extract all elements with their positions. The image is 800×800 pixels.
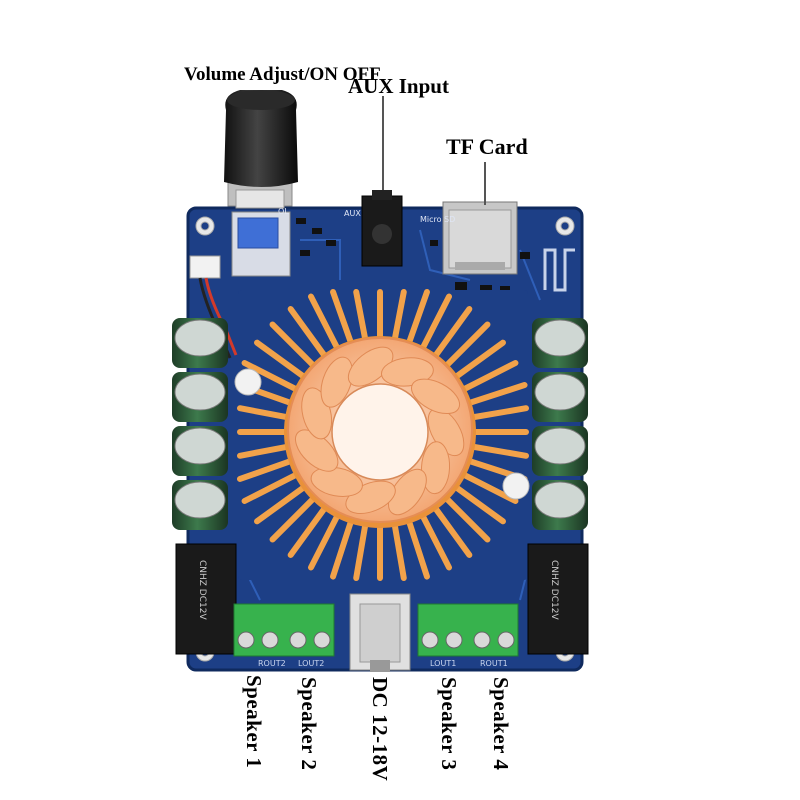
smd-components (296, 218, 530, 293)
svg-text:OL: OL (278, 207, 289, 216)
fan-blade (347, 346, 394, 387)
heatsink-fin (307, 293, 342, 354)
heatsink-fin (442, 321, 491, 370)
fan-blade (411, 378, 461, 415)
heatsink-fin (237, 443, 293, 459)
volume-knob[interactable]: OL (224, 90, 298, 277)
heatsink-fin (241, 470, 302, 505)
heatsink-fin (330, 516, 355, 580)
standoff (502, 472, 530, 500)
relay-left: CNHZ DC12V (175, 543, 237, 655)
heatsink-fin (418, 293, 453, 354)
heatsink-fin (330, 289, 355, 348)
svg-text:ROUT2: ROUT2 (258, 659, 286, 668)
cooling-fan (287, 337, 473, 523)
heatsink-fin (451, 339, 506, 381)
relay-right: CNHZ DC12V (527, 543, 589, 655)
heatsink-fin (254, 339, 309, 381)
heatsink-fin (269, 321, 318, 370)
fan-blade (388, 468, 427, 516)
svg-text:LOUT2: LOUT2 (298, 659, 324, 668)
capacitors-left (172, 318, 228, 530)
antenna-pattern (543, 248, 575, 292)
volume-label: Volume Adjust/ON OFF (184, 64, 381, 85)
heatsink-fin (241, 359, 302, 394)
fan-blade (320, 356, 354, 408)
heatsink-fin (287, 503, 329, 558)
terminal-block-right[interactable] (417, 603, 519, 657)
heatsink-fin (254, 483, 309, 525)
fan-hub (331, 383, 429, 481)
terminal-block-left[interactable] (233, 603, 335, 657)
fan-blade (420, 441, 451, 495)
svg-text:ROUT1: ROUT1 (480, 659, 508, 668)
heatsink-fin (451, 483, 506, 525)
heatsink-fin (237, 457, 296, 482)
dc-power-jack[interactable] (349, 593, 411, 672)
svg-text:Micro SD: Micro SD (420, 215, 455, 224)
speaker2-label: Speaker 2 (297, 677, 321, 771)
heatsink-fin (442, 494, 491, 543)
standoff (234, 368, 262, 396)
dc-voltage-label: DC 12-18V (368, 677, 392, 782)
heatsink-fin (467, 443, 529, 459)
heatsink-fin (391, 289, 407, 345)
svg-text:AUX: AUX (344, 209, 361, 218)
svg-text:CNHZ DC12V: CNHZ DC12V (549, 560, 559, 620)
aux-jack[interactable]: AUX (344, 190, 403, 267)
heatsink-fin (405, 516, 430, 580)
fan-blade (295, 429, 339, 472)
heatsink-fin (269, 494, 318, 543)
heatsink-fin (237, 405, 293, 421)
heatsink-fin (467, 405, 529, 421)
heatsink-fin (458, 470, 519, 505)
heatsink-fin (287, 306, 329, 361)
leader-lines (382, 96, 486, 205)
speaker3-label: Speaker 3 (437, 677, 461, 771)
heatsink-fin (464, 382, 528, 407)
svg-text:CNHZ DC12V: CNHZ DC12V (197, 560, 207, 620)
aux-input-label: AUX Input (348, 74, 449, 98)
heatsink-fin (431, 306, 473, 361)
heatsink-fin (353, 519, 369, 581)
tf-card-slot[interactable]: Micro SD (420, 201, 518, 275)
heatsink-fin (458, 359, 519, 394)
speaker1-label: Speaker 1 (242, 675, 266, 769)
fan-blade (310, 466, 363, 497)
heatsink-fin (431, 503, 473, 558)
speaker4-label: Speaker 4 (489, 677, 513, 771)
tf-card-label: TF Card (446, 134, 528, 159)
heatsink-fin (307, 510, 342, 571)
silkscreen-labels: ROUT2 LOUT2 LOUT1 ROUT1 (258, 659, 508, 668)
svg-text:LOUT1: LOUT1 (430, 659, 456, 668)
capacitors-right (532, 318, 588, 530)
heatsink-fin (418, 510, 453, 571)
heatsink-fin (353, 289, 369, 345)
heatsink-fin (391, 519, 407, 581)
heatsink-fin (405, 289, 430, 348)
